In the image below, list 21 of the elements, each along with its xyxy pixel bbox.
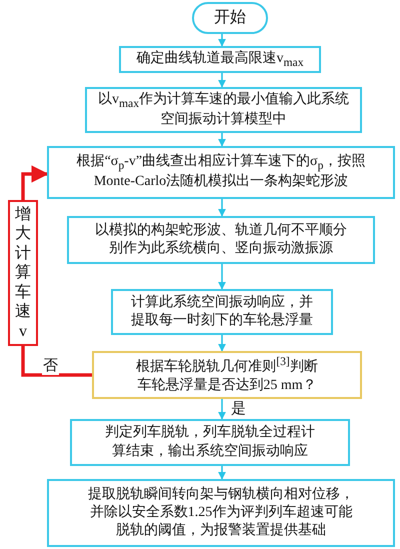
arrow <box>218 335 226 352</box>
decision-box: 根据车轮脱轨几何准则$^{[3]}$判断车轮悬浮量是否达到25 mm？ <box>92 351 362 399</box>
start-terminal: 开始 <box>192 2 268 34</box>
process-box: 确定曲线轨道最高限速v$_{max}$ <box>119 46 321 73</box>
process-box: 以v$_{max}$作为计算车速的最小值输入此系统空间振动计算模型中 <box>85 87 362 133</box>
arrow <box>218 133 226 147</box>
arrow <box>218 399 226 420</box>
arrow <box>218 264 226 290</box>
arrow <box>218 34 226 47</box>
process-box: 计算此系统空间振动响应，并提取每一时刻下的车轮悬浮量 <box>111 289 333 335</box>
process-box: 根据“σ$_{p}$-v”曲线查出相应计算车速下的σ$_{p}$，按照Monte-Carlo法随机模拟出一条构架蛇形波 <box>47 146 395 199</box>
loop-box: 增大计算车速v <box>8 200 38 346</box>
arrow <box>218 199 226 217</box>
process-box: 判定列车脱轨，列车脱轨全过程计算结束，输出系统空间振动响应 <box>70 419 350 466</box>
arrow <box>21 165 49 200</box>
edge-label: 否 <box>42 358 59 375</box>
arrow <box>218 466 226 480</box>
edge-label: 是 <box>230 401 247 418</box>
arrow <box>218 73 226 88</box>
process-box: 以模拟的构架蛇形波、轨道几何不平顺分别作为此系统横向、竖向振动激振源 <box>67 216 375 264</box>
process-box: 提取脱轨瞬间转向架与钢轨横向相对位移，并除以安全系数1.25作为评判列车超速可能脱轨的阈值，为报警装置提供基础 <box>47 479 395 547</box>
